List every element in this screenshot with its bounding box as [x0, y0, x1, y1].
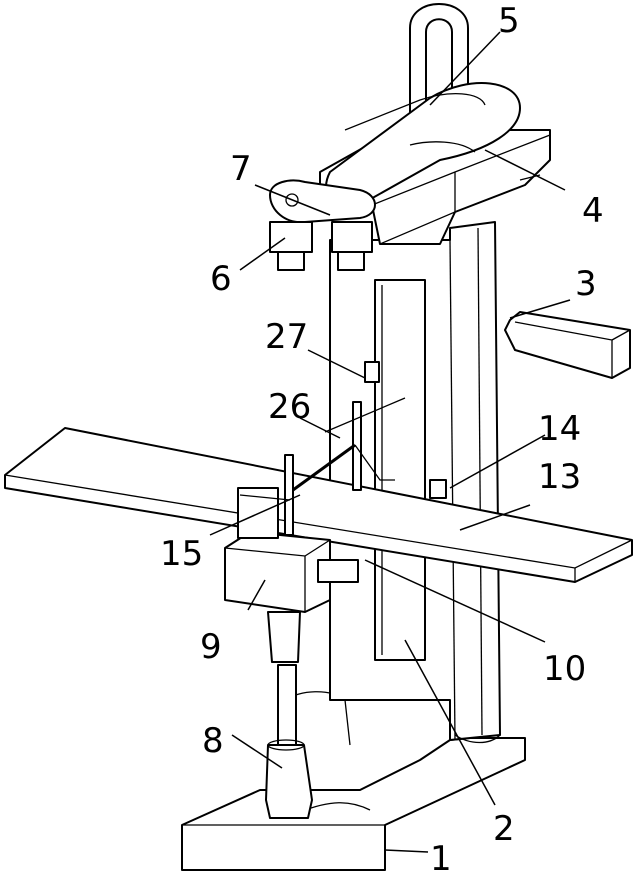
label-7: 7 — [230, 149, 252, 189]
label-15: 15 — [160, 534, 203, 574]
label-1: 1 — [430, 839, 452, 879]
slide-rail — [317, 479, 447, 583]
label-8: 8 — [202, 721, 224, 761]
label-6: 6 — [210, 259, 232, 299]
label-13: 13 — [538, 457, 581, 497]
label-9: 9 — [200, 627, 222, 667]
clamp-assembly — [269, 179, 376, 271]
label-10: 10 — [543, 649, 586, 689]
work-table — [4, 427, 633, 583]
carriage-block — [224, 487, 331, 663]
cylinder — [265, 664, 313, 819]
label-5: 5 — [498, 1, 520, 41]
label-4: 4 — [582, 191, 604, 231]
leader-lines — [209, 31, 571, 853]
side-tray — [504, 311, 631, 379]
lifting-eye — [409, 3, 469, 113]
label-26: 26 — [268, 387, 311, 427]
label-2: 2 — [493, 809, 515, 849]
main-column — [329, 221, 501, 744]
label-27: 27 — [265, 317, 308, 357]
part-labels: 1 2 3 4 5 6 7 8 9 10 13 14 15 26 27 — [160, 1, 604, 879]
measuring-rulers — [239, 361, 406, 536]
label-3: 3 — [575, 264, 597, 304]
label-14: 14 — [538, 409, 581, 449]
